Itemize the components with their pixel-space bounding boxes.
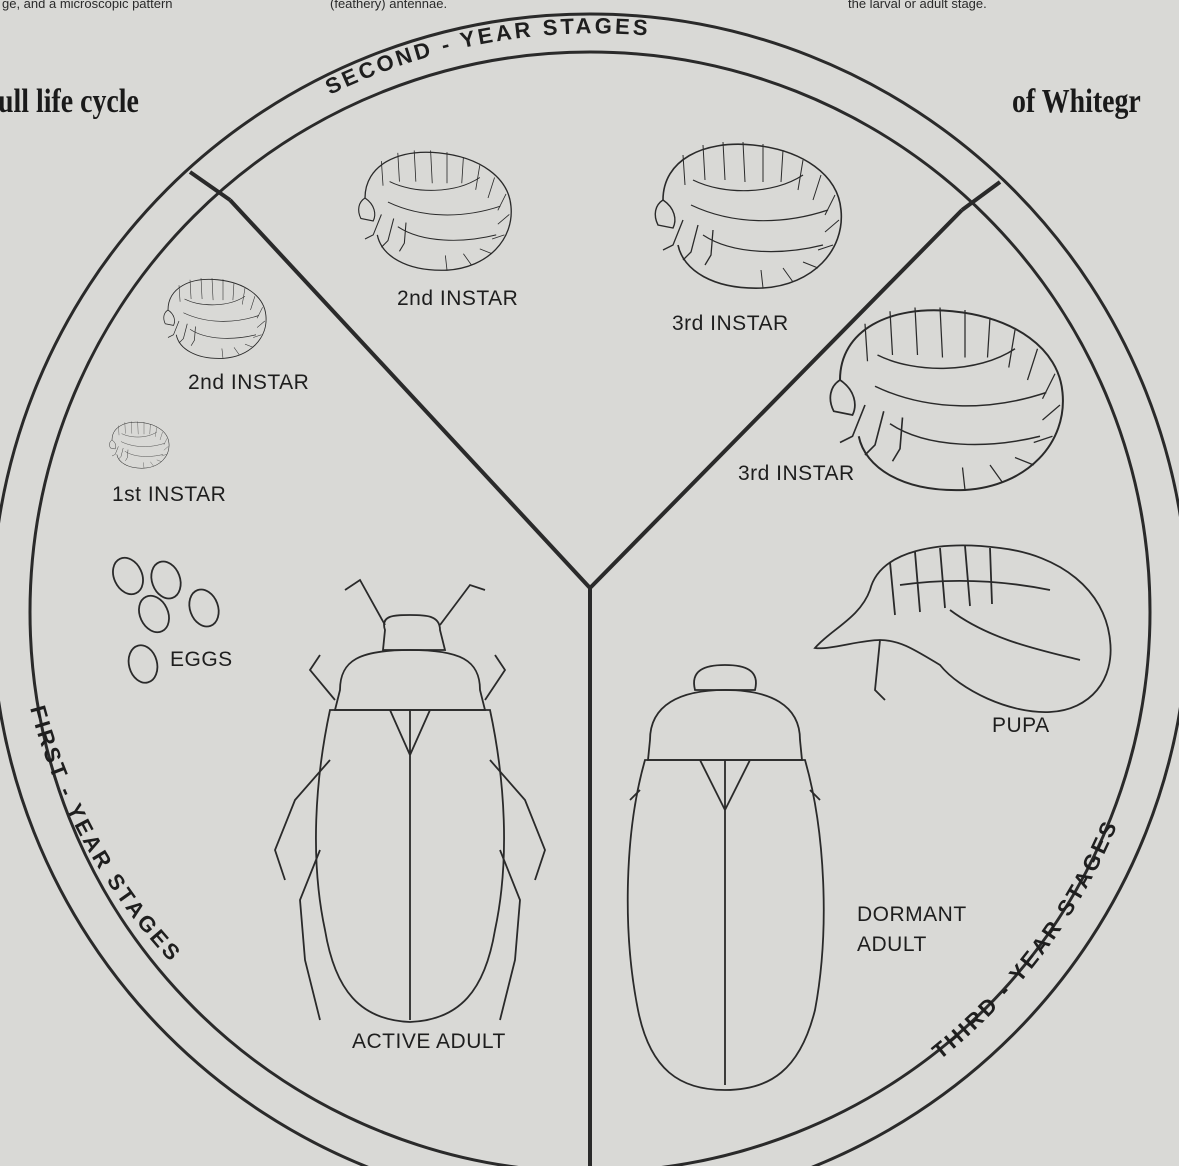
grub-1st-instar — [110, 421, 170, 468]
label-dormant-line2: ADULT — [857, 933, 927, 957]
grub-3rd-instar-third-year — [830, 308, 1063, 491]
label-dormant-line1: DORMANT — [857, 903, 967, 927]
second-year-stages-label: SECOND - YEAR STAGES — [321, 13, 651, 99]
dormant-adult-beetle — [628, 665, 824, 1090]
label-eggs: EGGS — [170, 648, 233, 672]
label-1st-instar: 1st INSTAR — [112, 483, 226, 507]
label-3rd-instar-second-year: 3rd INSTAR — [672, 312, 789, 336]
active-adult-beetle — [275, 580, 545, 1022]
third-year-stages-label: THIRD - YEAR STAGES — [927, 815, 1123, 1064]
grub-2nd-instar-second-year — [359, 150, 512, 270]
grub-2nd-instar-first-year — [164, 278, 266, 358]
label-3rd-instar-third-year: 3rd INSTAR — [738, 462, 855, 486]
first-year-stages-label: FIRST - YEAR STAGES — [25, 703, 187, 968]
label-2nd-instar-second-year: 2nd INSTAR — [397, 287, 518, 311]
label-pupa: PUPA — [992, 714, 1050, 738]
divider-second-third — [590, 210, 962, 588]
label-2nd-instar-first-year: 2nd INSTAR — [188, 371, 309, 395]
grub-3rd-instar-second-year — [655, 142, 841, 288]
pupa-illustration — [815, 545, 1111, 712]
label-active-adult: ACTIVE ADULT — [352, 1030, 506, 1054]
